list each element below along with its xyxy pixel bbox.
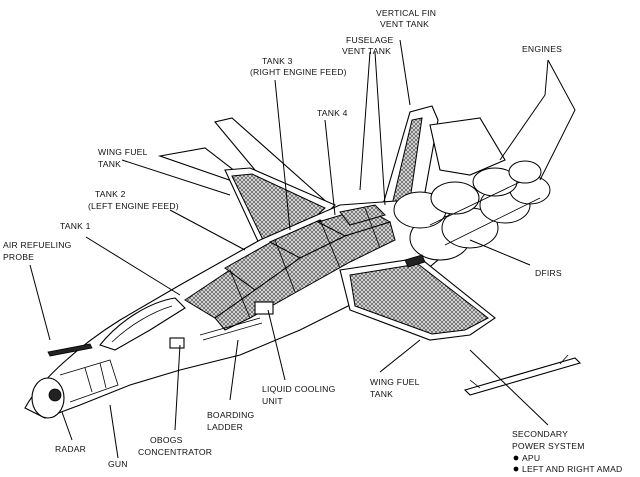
label-tank-2-1: TANK 2 [95,189,126,199]
label-tank-3-2: (RIGHT ENGINE FEED) [250,67,347,77]
fuselage-vent-tank [339,204,386,226]
leader-lines [29,39,576,459]
label-liquid-cooling-unit-2: UNIT [262,396,283,406]
label-secondary-power-system-2: POWER SYSTEM [512,441,585,451]
canopy [99,297,186,351]
radar-dish [31,377,65,419]
label-wing-fuel-tank-upper-2: TANK [98,159,121,169]
label-boarding-ladder-2: LADDER [207,422,243,432]
label-wing-fuel-tank-lower-1: WING FUEL [370,377,420,387]
wingtip-missile [463,357,582,396]
label-vertical-fin-vent-tank-2: VENT TANK [380,19,429,29]
label-wing-fuel-tank-upper-1: WING FUEL [98,147,148,157]
label-engines: ENGINES [522,44,562,54]
label-fuselage-vent-tank-2: VENT TANK [342,46,391,56]
aft-fuselage-top [429,117,506,176]
label-liquid-cooling-unit-1: LIQUID COOLING [262,384,336,394]
label-obogs-concentrator-1: OBOGS [150,435,183,445]
label-tank-2-2: (LEFT ENGINE FEED) [88,201,179,211]
label-tank-1: TANK 1 [60,221,91,231]
label-air-refueling-probe-1: AIR REFUELING [3,240,72,250]
obogs-shape [169,337,185,349]
label-vertical-fin-vent-tank-1: VERTICAL FIN [376,8,436,18]
callout-labels: VERTICAL FIN VENT TANK FUSELAGE VENT TAN… [3,8,622,474]
label-gun: GUN [108,459,128,469]
label-obogs-concentrator-2: CONCENTRATOR [138,447,212,457]
bullet-apu-icon [513,455,519,461]
label-dfirs: DFIRS [535,268,562,278]
label-tank-4: TANK 4 [317,108,348,118]
radar-core [48,388,62,402]
air-refueling-probe-shape [47,343,93,357]
engines-group [393,160,551,261]
bullet-amad-icon [513,466,519,472]
label-secondary-power-system-1: SECONDARY [512,429,568,439]
liquid-cooling-unit-shape [254,301,274,315]
boarding-ladder-shape [199,317,263,341]
label-air-refueling-probe-2: PROBE [3,252,34,262]
aircraft-drawing [24,105,582,419]
dfirs-shape [404,254,426,268]
label-left-right-amad: LEFT AND RIGHT AMAD [522,464,622,474]
label-fuselage-vent-tank-1: FUSELAGE [346,35,394,45]
label-boarding-ladder-1: BOARDING [207,410,255,420]
label-tank-3-1: TANK 3 [262,56,293,66]
label-wing-fuel-tank-lower-2: TANK [370,389,393,399]
label-radar: RADAR [55,444,86,454]
label-apu: APU [522,453,540,463]
